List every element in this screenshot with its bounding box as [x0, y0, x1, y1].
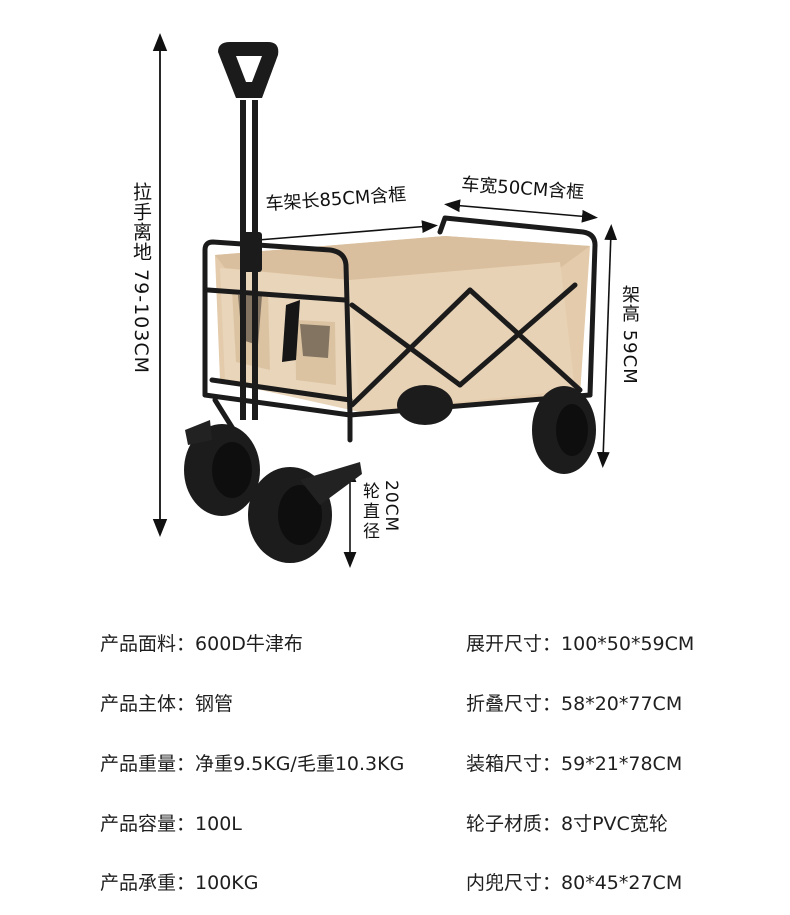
spec-label: 产品重量： — [100, 753, 196, 775]
spec-load: 产品承重：100KG — [100, 874, 258, 893]
spec-value: 600D牛津布 — [195, 633, 303, 655]
spec-value: 100*50*59CM — [561, 633, 695, 655]
handle-height-label: 拉手离地 79-103CM — [130, 182, 152, 374]
frame-height-label: 架高 59CM — [619, 285, 640, 385]
spec-value: 58*20*77CM — [561, 693, 683, 715]
wagon-illustration — [152, 33, 618, 568]
pull-handle — [218, 42, 279, 420]
frame-height-arrow — [596, 224, 618, 468]
spec-value: 100KG — [195, 872, 259, 894]
spec-label: 装箱尺寸： — [466, 753, 562, 775]
spec-label: 产品面料： — [100, 633, 196, 655]
spec-inner-bag-size: 内兜尺寸：80*45*27CM — [466, 874, 682, 893]
spec-weight: 产品重量：净重9.5KG/毛重10.3KG — [100, 755, 404, 774]
spec-fabric: 产品面料：600D牛津布 — [100, 635, 303, 654]
spec-value: 钢管 — [195, 693, 234, 715]
spec-label: 内兜尺寸： — [466, 872, 562, 894]
spec-label: 轮子材质： — [466, 813, 562, 835]
spec-value: 净重9.5KG/毛重10.3KG — [195, 753, 405, 775]
spec-folded-size: 折叠尺寸：58*20*77CM — [466, 695, 682, 714]
wheel-diameter-value: 20CM — [381, 480, 401, 533]
wheels — [184, 385, 596, 563]
spec-label: 产品容量： — [100, 813, 196, 835]
spec-body: 产品主体：钢管 — [100, 695, 233, 714]
spec-value: 8寸PVC宽轮 — [561, 813, 668, 835]
spec-wheel-material: 轮子材质：8寸PVC宽轮 — [466, 815, 668, 834]
spec-label: 折叠尺寸： — [466, 693, 562, 715]
frame-length-arrow — [257, 220, 438, 241]
spec-label: 产品承重： — [100, 872, 196, 894]
spec-label: 展开尺寸： — [466, 633, 562, 655]
product-figure: 拉手离地 79-103CM 车架长85CM含框 车宽50CM含框 架高 59CM… — [130, 33, 640, 568]
spec-value: 80*45*27CM — [561, 872, 683, 894]
spec-box-size: 装箱尺寸：59*21*78CM — [466, 755, 682, 774]
frame-width-arrow — [444, 199, 598, 223]
spec-value: 100L — [195, 813, 242, 835]
wheel-diameter-label: 轮直径 — [359, 482, 379, 542]
spec-unfolded-size: 展开尺寸：100*50*59CM — [466, 635, 694, 654]
spec-label: 产品主体： — [100, 693, 196, 715]
spec-value: 59*21*78CM — [561, 753, 683, 775]
spec-capacity: 产品容量：100L — [100, 815, 242, 834]
